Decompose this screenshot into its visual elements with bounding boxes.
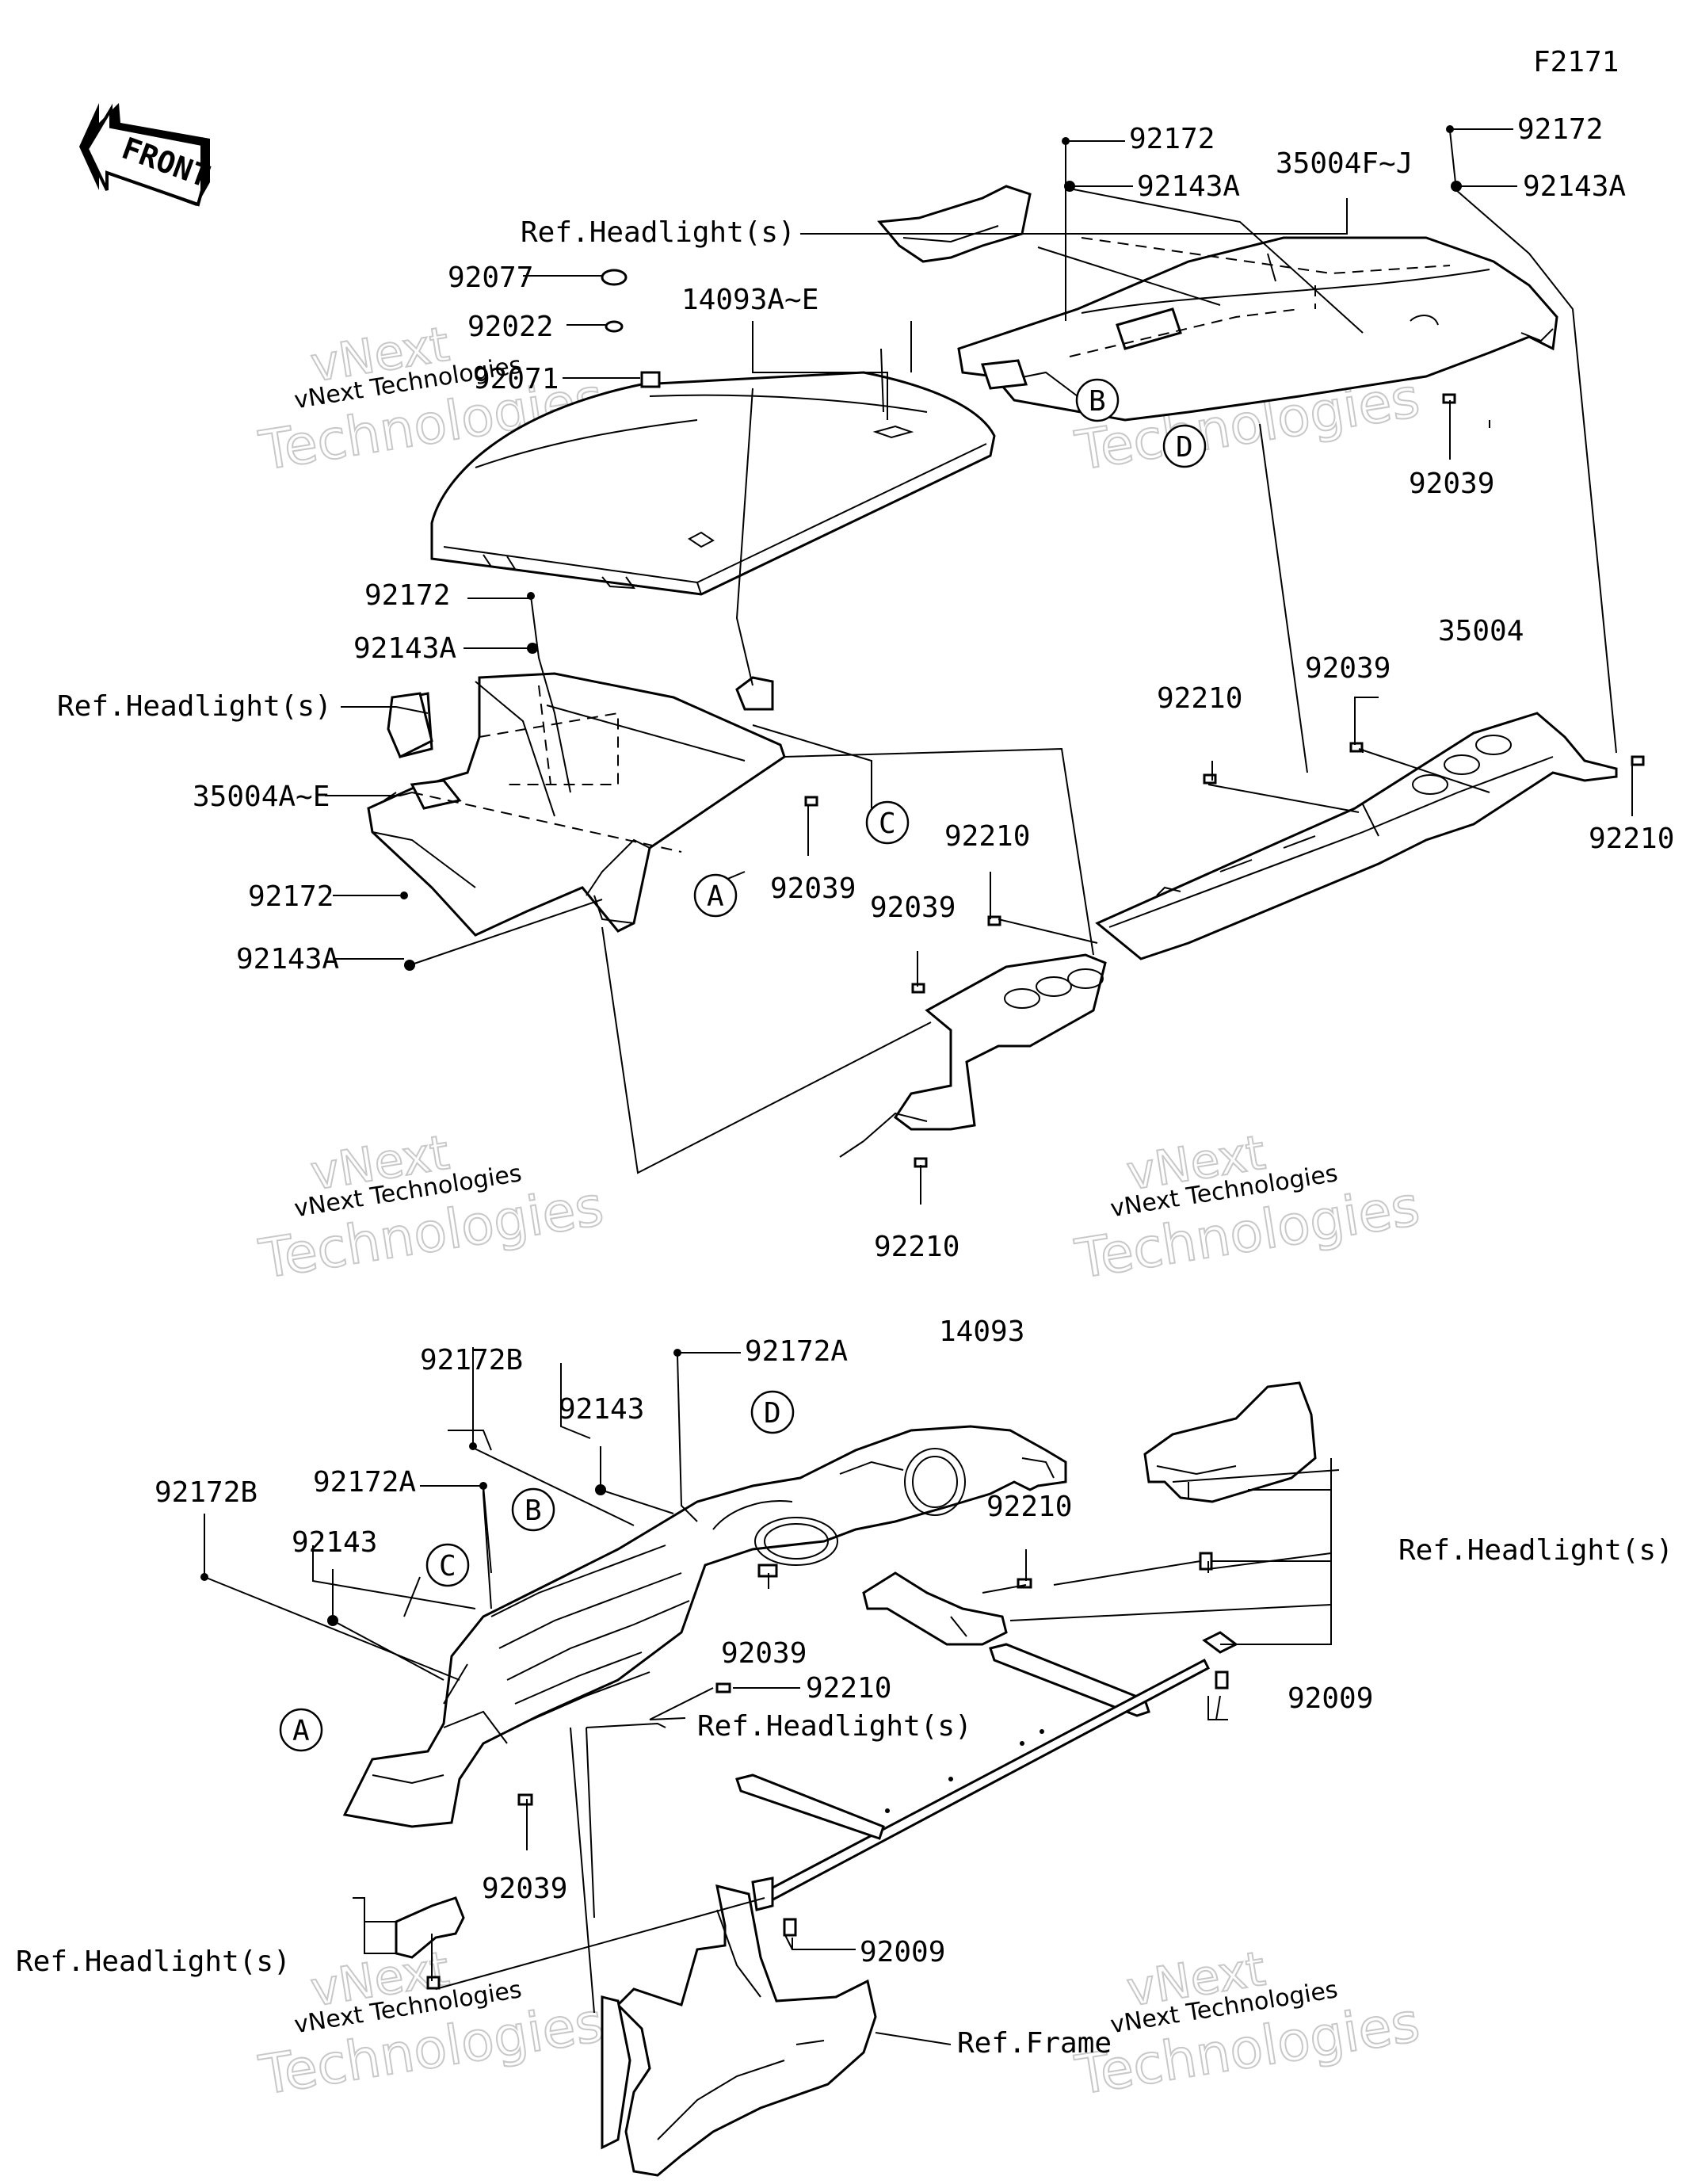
headlight-bracket-left <box>387 692 433 759</box>
label-92210: 92210 <box>986 1491 1072 1523</box>
crossbar-frame <box>735 1631 1238 1911</box>
label-92143A: 92143A <box>1523 170 1626 203</box>
label-92039: 92039 <box>870 892 956 924</box>
svg-text:B: B <box>1089 385 1106 418</box>
label-92172B: 92172B <box>420 1344 523 1376</box>
label-14093AE: 14093A~E <box>681 284 818 316</box>
watermark-bot-right: vNext vNext Technologies Technologies <box>1070 1941 1425 2109</box>
label-92172A: 92172A <box>745 1335 848 1368</box>
headlight-bracket-upper-right <box>1143 1381 1317 1503</box>
headlight-bracket-top <box>877 185 1032 263</box>
callout-D: D <box>1162 424 1207 468</box>
label-ref-headlight: Ref.Headlight(s) <box>521 216 795 249</box>
callout-D: D <box>750 1390 795 1434</box>
label-92143: 92143 <box>559 1393 644 1426</box>
label-35004: 35004 <box>1438 615 1524 647</box>
label-92210: 92210 <box>944 820 1030 853</box>
label-92143: 92143 <box>292 1526 377 1559</box>
label-35004FJ: 35004F~J <box>1276 147 1413 180</box>
ref-frame <box>601 1884 877 2177</box>
label-92210: 92210 <box>1157 682 1242 715</box>
callout-B: B <box>1075 378 1120 422</box>
svg-text:D: D <box>1176 431 1193 464</box>
label-92172B: 92172B <box>155 1476 258 1509</box>
label-ref-headlight: Ref.Headlight(s) <box>1398 1534 1673 1567</box>
watermark-mid-left: vNext vNext Technologies Technologies <box>254 1124 608 1292</box>
label-92210: 92210 <box>1589 823 1674 855</box>
label-92009: 92009 <box>860 1936 945 1968</box>
label-ref-frame: Ref.Frame <box>957 2027 1112 2060</box>
callout-B: B <box>511 1487 555 1532</box>
label-92172: 92172 <box>248 880 334 913</box>
label-92143A: 92143A <box>353 632 456 665</box>
callout-C: C <box>865 800 910 845</box>
front-arrow-icon: FRONT <box>79 103 215 207</box>
watermark-mid-right: vNext vNext Technologies Technologies <box>1070 1124 1425 1292</box>
leader-lines-bottom <box>204 1347 1340 2045</box>
label-92172: 92172 <box>1517 113 1603 146</box>
headlight-bracket-mid <box>862 1571 1008 1646</box>
figure-code: F2171 <box>1533 46 1619 78</box>
label-92039: 92039 <box>482 1873 567 1905</box>
label-92172A: 92172A <box>313 1466 416 1499</box>
center-cover-35004 <box>1095 712 1618 960</box>
label-92172: 92172 <box>1129 123 1215 155</box>
label-92210: 92210 <box>874 1231 959 1263</box>
lower-bracket-35004 <box>839 953 1107 1158</box>
callout-A: A <box>279 1708 323 1752</box>
svg-text:B: B <box>525 1495 542 1527</box>
small-parts-bottom <box>200 1349 1229 1937</box>
label-ref-headlight: Ref.Headlight(s) <box>16 1945 291 1978</box>
right-cover-35004F <box>957 236 1558 422</box>
headlight-bracket-lower-left <box>395 1896 465 1990</box>
label-14093: 14093 <box>939 1315 1024 1348</box>
svg-text:A: A <box>707 880 724 913</box>
callout-A: A <box>693 873 738 918</box>
label-92210: 92210 <box>806 1672 891 1705</box>
label-92039: 92039 <box>1409 468 1494 500</box>
label-35004AE: 35004A~E <box>193 781 330 813</box>
label-92172: 92172 <box>364 579 450 612</box>
label-ref-headlight: Ref.Headlight(s) <box>697 1710 972 1743</box>
label-92143A: 92143A <box>1137 170 1240 203</box>
label-ref-headlight: Ref.Headlight(s) <box>57 690 332 723</box>
svg-text:D: D <box>764 1397 781 1430</box>
label-92022: 92022 <box>467 311 553 343</box>
label-92143A: 92143A <box>236 943 339 976</box>
label-92039: 92039 <box>1305 652 1391 685</box>
dash-frame-14093 <box>342 1425 1067 1828</box>
label-92009: 92009 <box>1288 1682 1373 1715</box>
svg-text:A: A <box>292 1715 310 1747</box>
label-92077: 92077 <box>448 262 533 294</box>
label-92039: 92039 <box>721 1637 807 1670</box>
label-92039: 92039 <box>770 872 856 905</box>
callout-C: C <box>425 1543 470 1587</box>
svg-text:C: C <box>879 808 896 840</box>
svg-text:C: C <box>439 1550 456 1583</box>
label-92071: 92071 <box>473 363 559 395</box>
